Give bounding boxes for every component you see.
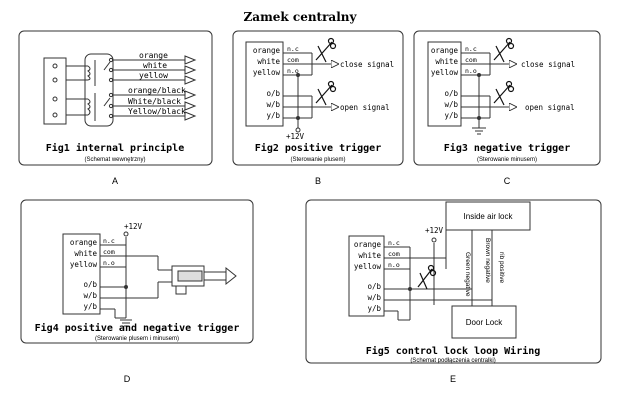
vertical-wire-label: Green negative (464, 252, 471, 297)
wire-label: white (435, 57, 458, 66)
wire-label: yellow (253, 68, 281, 77)
close-signal-label: close signal (521, 60, 575, 69)
wire-label: w/b (367, 293, 381, 302)
wire-label: w/b (266, 100, 280, 109)
panel-letter: A (112, 176, 118, 186)
scissors-icon (315, 80, 337, 106)
terminal-label: com (465, 56, 477, 64)
scissors-icon (493, 80, 515, 106)
panel-letter: B (315, 176, 321, 186)
fig-caption: Fig5 control lock loop Wiring (366, 345, 541, 357)
wire-label: white (257, 57, 280, 66)
wire-label: orange (253, 46, 281, 55)
open-signal-label: open signal (340, 103, 390, 112)
scissors-icon (493, 37, 515, 63)
wire-label: white (143, 61, 167, 70)
terminal-label: n.c (103, 237, 115, 245)
wire-label: Yellow/black (128, 107, 186, 116)
terminal-label: n.o (287, 67, 299, 75)
inside-lock-box (445, 201, 531, 231)
wire-label: o/b (367, 282, 381, 291)
panel-d: orange white yellow o/b w/b y/b n.c com … (20, 199, 254, 384)
wire-label: y/b (444, 111, 458, 120)
wire-label: orange (431, 46, 459, 55)
panel-a: orange white yellow orange/black White/b… (18, 30, 213, 186)
panel-e: orange white yellow o/b w/b y/b n.c com … (305, 199, 602, 384)
fig-caption: Fig4 positive and negative trigger (35, 322, 240, 334)
vertical-wire-label: Brown negative (484, 238, 491, 283)
terminal-label: n.o (465, 67, 477, 75)
panel-letter: E (450, 374, 456, 384)
wire-label: white (358, 251, 381, 260)
fig-subcaption: (Schemat wewnętrzny) (84, 157, 145, 163)
terminal-label: com (103, 248, 115, 256)
panel-c: orange white yellow o/b w/b y/b n.c com … (413, 30, 601, 186)
fig-caption: Fig3 negative trigger (444, 142, 570, 154)
terminal-label: com (388, 250, 400, 258)
wire-label: White/black (128, 97, 181, 106)
wire-label: y/b (83, 302, 97, 311)
fig-subcaption: (Sterowanie minusem) (477, 157, 537, 163)
fig-subcaption: (Sterowanie plusem) (290, 157, 345, 163)
door-lock-box (451, 305, 517, 339)
panel-letter: D (124, 374, 131, 384)
scissors-icon (315, 37, 337, 63)
fig-caption: Fig2 positive trigger (255, 142, 381, 154)
scissors-icon (417, 264, 437, 290)
open-signal-label: open signal (525, 103, 575, 112)
door-lock-label: Door Lock (466, 318, 503, 327)
wire-label: y/b (266, 111, 280, 120)
wire-label: o/b (266, 89, 280, 98)
fig-subcaption: (Sterowanie plusem i minusem) (95, 336, 179, 342)
wire-label: w/b (444, 100, 458, 109)
wire-label: white (74, 249, 97, 258)
wire-label: orange/black (128, 86, 186, 95)
wire-label: orange (139, 51, 168, 60)
wire-label: yellow (139, 71, 168, 80)
terminal-label: n.o (103, 259, 115, 267)
panel-b: orange white yellow o/b w/b y/b n.c com … (232, 30, 404, 186)
panel-letter: C (504, 176, 511, 186)
inside-lock-label: Inside air lock (464, 212, 514, 221)
close-signal-label: close signal (340, 60, 394, 69)
terminal-label: n.o (388, 261, 400, 269)
wire-label: yellow (431, 68, 459, 77)
supply-label: +12V (425, 226, 444, 235)
wire-label: o/b (83, 280, 97, 289)
terminal-label: n.c (287, 45, 299, 53)
page-title: Zamek centralny (244, 10, 358, 24)
supply-label: +12V (286, 132, 305, 141)
door-actuator (171, 265, 237, 295)
wire-label: orange (70, 238, 98, 247)
supply-label: +12V (124, 222, 143, 231)
terminal-label: n.c (465, 45, 477, 53)
vertical-wire-label: rib positive (498, 252, 505, 283)
fig-subcaption: (Schemat podłączenia centralki) (410, 358, 495, 364)
wire-label: orange (354, 240, 382, 249)
wire-label: yellow (354, 262, 382, 271)
wire-label: o/b (444, 89, 458, 98)
wire-label: y/b (367, 304, 381, 313)
wire-label: yellow (70, 260, 98, 269)
terminal-label: com (287, 56, 299, 64)
wire-label: w/b (83, 291, 97, 300)
terminal-label: n.c (388, 239, 400, 247)
fig-caption: Fig1 internal principle (46, 142, 184, 154)
